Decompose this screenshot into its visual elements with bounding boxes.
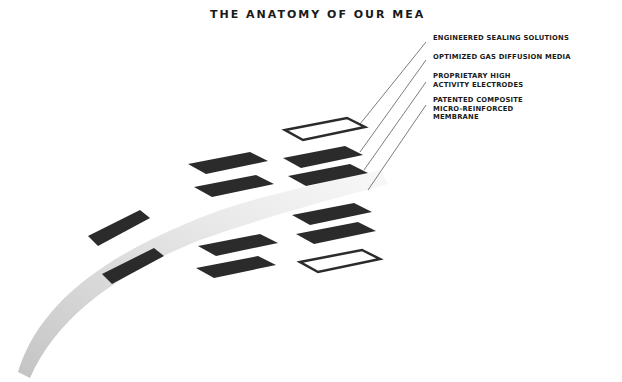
seal-frame: [300, 250, 380, 272]
gas-diffusion-layer: [296, 222, 376, 244]
diagram-title: THE ANATOMY OF OUR MEA: [210, 8, 425, 21]
leader-lines: [360, 42, 426, 190]
part-label: PATENTED COMPOSITE MICRO-REINFORCED MEMB…: [432, 96, 554, 122]
part-label: ENGINEERED SEALING SOLUTIONS: [432, 34, 570, 43]
membrane-plate: [102, 248, 164, 284]
part-label: OPTIMIZED GAS DIFFUSION MEDIA: [432, 53, 572, 62]
electrode-layer: [292, 203, 372, 225]
electrode-layer: [288, 164, 368, 186]
electrode-plate: [194, 175, 274, 197]
membrane-swoosh: [18, 170, 388, 378]
part-label: PROPRIETARY HIGH ACTIVITY ELECTRODES: [432, 72, 544, 89]
electrode-plate: [188, 152, 268, 174]
electrode-plate: [198, 234, 278, 256]
membrane-plate: [88, 210, 150, 246]
seal-frame: [285, 118, 365, 140]
electrode-plate: [196, 256, 276, 278]
